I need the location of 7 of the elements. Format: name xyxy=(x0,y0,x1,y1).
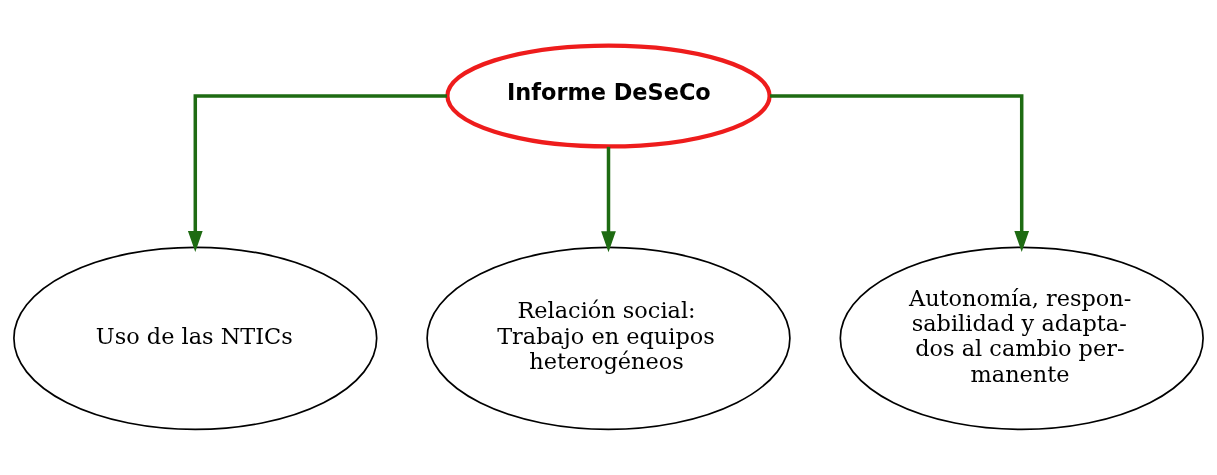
node-ellipse: Autonomía, respon- sabilidad y adapta- dos al cambio per- manente xyxy=(839,246,1204,431)
arrow xyxy=(187,94,447,253)
arrow xyxy=(770,94,1030,253)
arrow xyxy=(601,146,616,253)
node-ellipse: Uso de las NTICs xyxy=(13,246,378,431)
node-ellipse: Informe DeSeCo xyxy=(445,43,772,149)
node-ellipse: Relación social: Trabajo en equipos heterogéneos xyxy=(426,246,791,431)
